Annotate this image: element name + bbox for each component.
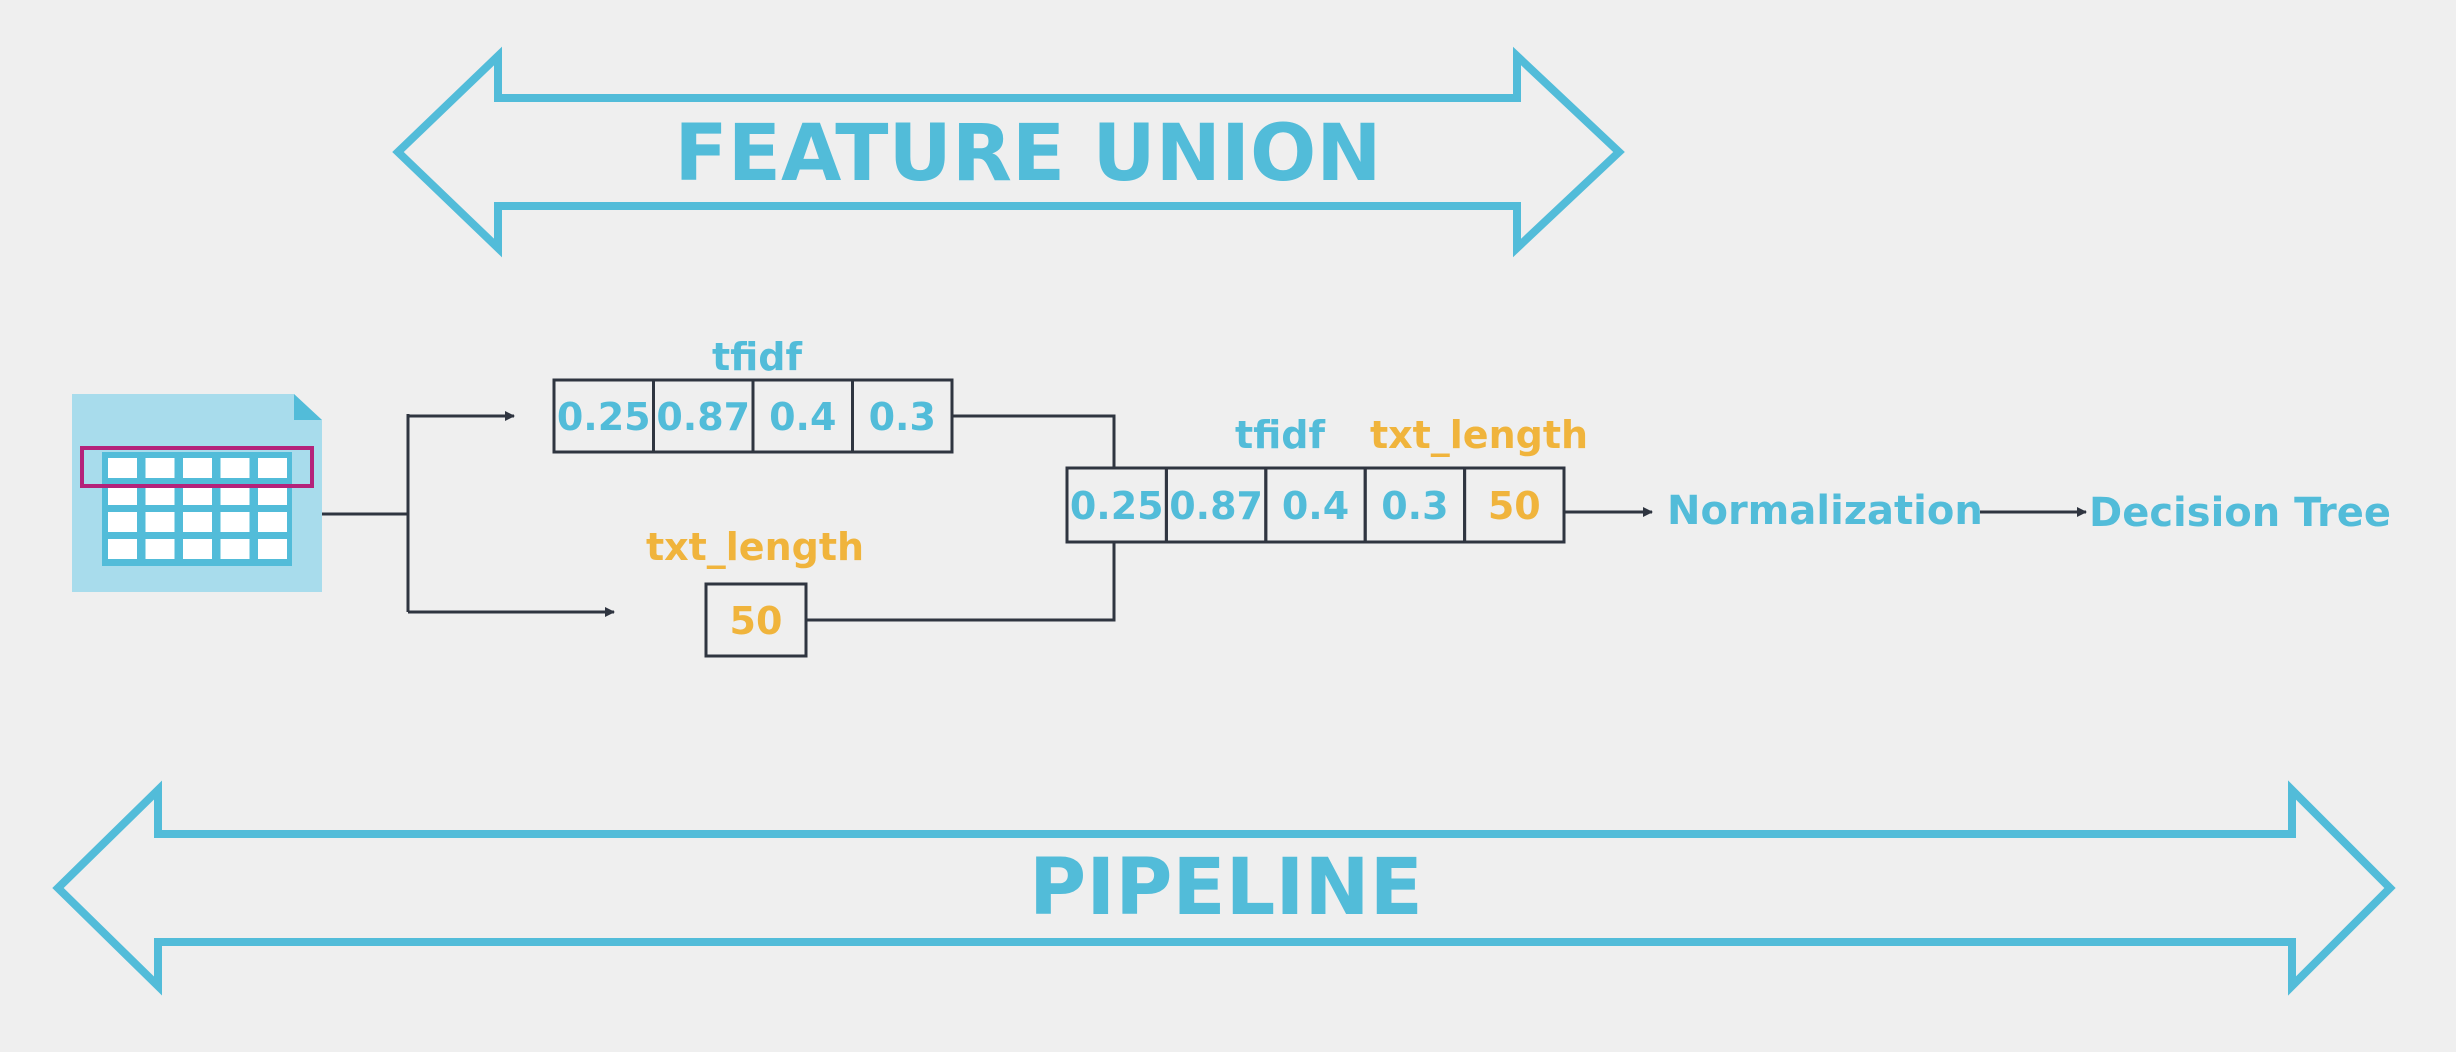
- combined-cell-value-1: 0.87: [1169, 484, 1263, 528]
- document-grid-cell: [258, 539, 287, 559]
- document-grid-cell: [183, 458, 212, 478]
- merge-connector-txt-length: [806, 542, 1116, 622]
- tfidf-cell-value-0: 0.25: [557, 395, 651, 439]
- spreadsheet-document-icon: [72, 394, 322, 592]
- document-grid-cell: [145, 539, 175, 559]
- document-grid-cell: [145, 458, 175, 478]
- document-grid-cell: [258, 512, 287, 532]
- document-grid-cell: [183, 539, 212, 559]
- tfidf-cell-value-2: 0.4: [769, 395, 836, 439]
- combined-cell-value-3: 0.3: [1381, 484, 1448, 528]
- pipeline-arrow: PIPELINE: [52, 780, 2396, 996]
- document-grid-cell: [108, 539, 137, 559]
- txt-length-label: txt_length: [646, 525, 864, 569]
- combined-txt-length-label: txt_length: [1370, 413, 1588, 457]
- combined-cell-value-0: 0.25: [1070, 484, 1164, 528]
- document-grid-cell: [108, 512, 137, 532]
- document-grid-cell: [183, 485, 212, 505]
- txt-length-vector: txt_length 50: [646, 525, 864, 658]
- tfidf-cell-value-3: 0.3: [869, 395, 936, 439]
- combined-cell-box-4: [1463, 466, 1566, 544]
- document-grid-cell: [108, 485, 137, 505]
- merge-connectors: [806, 414, 1116, 622]
- document-grid-cell: [220, 539, 250, 559]
- feature-union-arrow: FEATURE UNION: [392, 46, 1625, 258]
- pipeline-arrow-shape: [52, 780, 2396, 996]
- document-grid-cells: [108, 458, 287, 559]
- downstream-steps: Normalization Decision Tree: [1564, 488, 2391, 536]
- combined-cell-value-4: 50: [1488, 484, 1541, 528]
- document-grid-cell: [220, 458, 250, 478]
- tfidf-cell-value-1: 0.87: [656, 395, 750, 439]
- document-grid-cell: [145, 512, 175, 532]
- split-connectors: [322, 411, 615, 617]
- combined-tfidf-label: tfidf: [1235, 413, 1326, 457]
- feature-union-arrow-shape: [392, 46, 1625, 258]
- combined-cell-value-2: 0.4: [1282, 484, 1349, 528]
- document-grid-cell: [258, 458, 287, 478]
- merge-connector-tfidf: [952, 414, 1116, 468]
- document-fold: [294, 394, 322, 420]
- highlighted-row: [80, 446, 314, 488]
- tfidf-label: tfidf: [712, 335, 803, 379]
- normalization-step: Normalization: [1667, 488, 1983, 534]
- document-grid-cell: [183, 512, 212, 532]
- document-grid-cell: [220, 485, 250, 505]
- txt-length-cells: 50: [704, 582, 808, 658]
- txt-length-cell-value-0: 50: [730, 599, 783, 643]
- decision-tree-step: Decision Tree: [2089, 490, 2391, 536]
- document-grid-cell: [108, 458, 137, 478]
- document-grid-cell: [220, 512, 250, 532]
- pipeline-title: PIPELINE: [1029, 843, 1423, 933]
- feature-union-title: FEATURE UNION: [674, 109, 1381, 199]
- document-grid-cell: [145, 485, 175, 505]
- document-grid-cell: [258, 485, 287, 505]
